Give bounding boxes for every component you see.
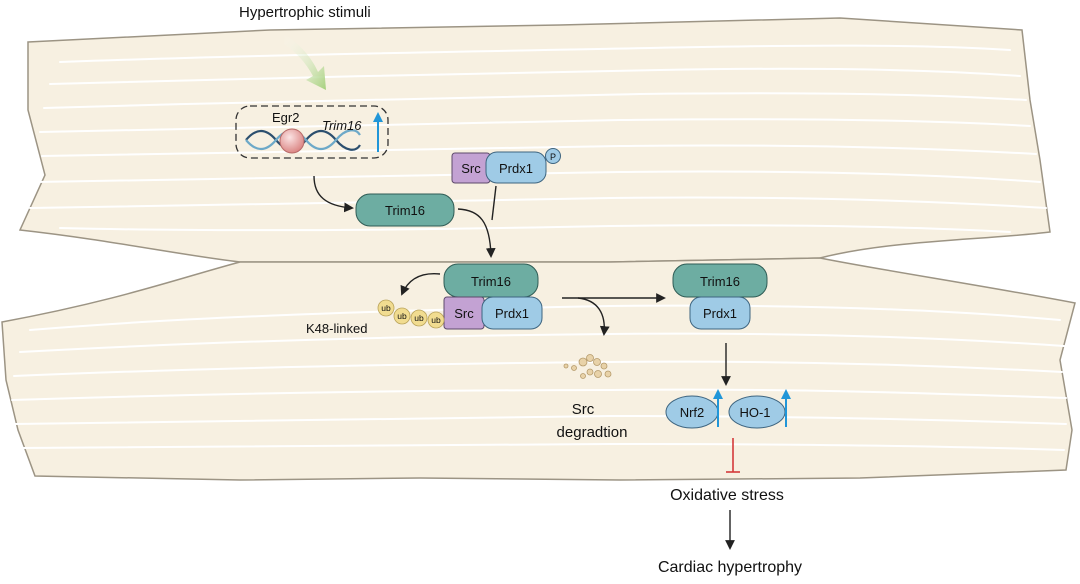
k48-linked-label: K48-linked (306, 321, 367, 336)
ub-label-3: ub (414, 313, 424, 323)
trim16-label-complex: Trim16 (471, 274, 511, 289)
prdx1-label-top: Prdx1 (499, 161, 533, 176)
ub-4 (427, 311, 445, 329)
egr2-protein (279, 128, 305, 154)
dna-helix-icon (245, 129, 361, 151)
ub-label-4: ub (431, 315, 441, 325)
upregulation-arrow-icon (781, 389, 791, 427)
arrow-transcription (313, 175, 354, 213)
phospho-group (545, 148, 561, 164)
ub-label-1: ub (381, 303, 391, 313)
stimulus-label: Hypertrophic stimuli (239, 4, 371, 21)
src-label-complex: Src (454, 306, 474, 321)
prdx1-protein-complex (481, 296, 543, 330)
ubiquitin-chain: ub ub ub ub (377, 299, 445, 329)
nrf2-label: Nrf2 (680, 405, 705, 420)
prdx1-protein-top (485, 151, 547, 184)
src-degradation-label-1: Src (572, 401, 595, 418)
trim16-label-right: Trim16 (700, 274, 740, 289)
arrow-ubiquitination (400, 273, 441, 296)
arrow-to-degradation (577, 297, 610, 336)
trim16-label-mid: Trim16 (385, 203, 425, 218)
ub-3 (410, 309, 428, 327)
ho1-label: HO-1 (739, 405, 770, 420)
src-degradation-label-2: degradtion (557, 424, 628, 441)
cardiac-hypertrophy-label: Cardiac hypertrophy (658, 559, 802, 576)
arrow-src-prdx1-to-complex (491, 185, 497, 221)
prdx1-label-complex: Prdx1 (495, 306, 529, 321)
upregulation-arrow-icon (713, 389, 723, 427)
stimulus-arrow-icon (284, 34, 326, 90)
cardiomyocyte-upper (18, 17, 1051, 263)
src-label-top: Src (461, 161, 481, 176)
prdx1-label-right: Prdx1 (703, 306, 737, 321)
arrow-trim16-to-complex (457, 208, 496, 258)
debris-icon (563, 354, 612, 379)
trim16-protein-mid (355, 193, 455, 227)
trim16-gene-label: Trim16 (322, 118, 362, 133)
upregulation-arrow-icon (373, 112, 383, 152)
gene-locus-box (235, 105, 389, 159)
egr2-label: Egr2 (272, 110, 299, 125)
ub-label-2: ub (397, 311, 407, 321)
inhibition-bar-icon (726, 438, 740, 473)
oxidative-stress-label: Oxidative stress (670, 487, 784, 504)
prdx1-protein-right (689, 296, 751, 330)
ub-2 (393, 307, 411, 325)
cardiomyocyte-lower (1, 257, 1076, 481)
ub-1 (377, 299, 395, 317)
phospho-label: P (550, 152, 556, 162)
